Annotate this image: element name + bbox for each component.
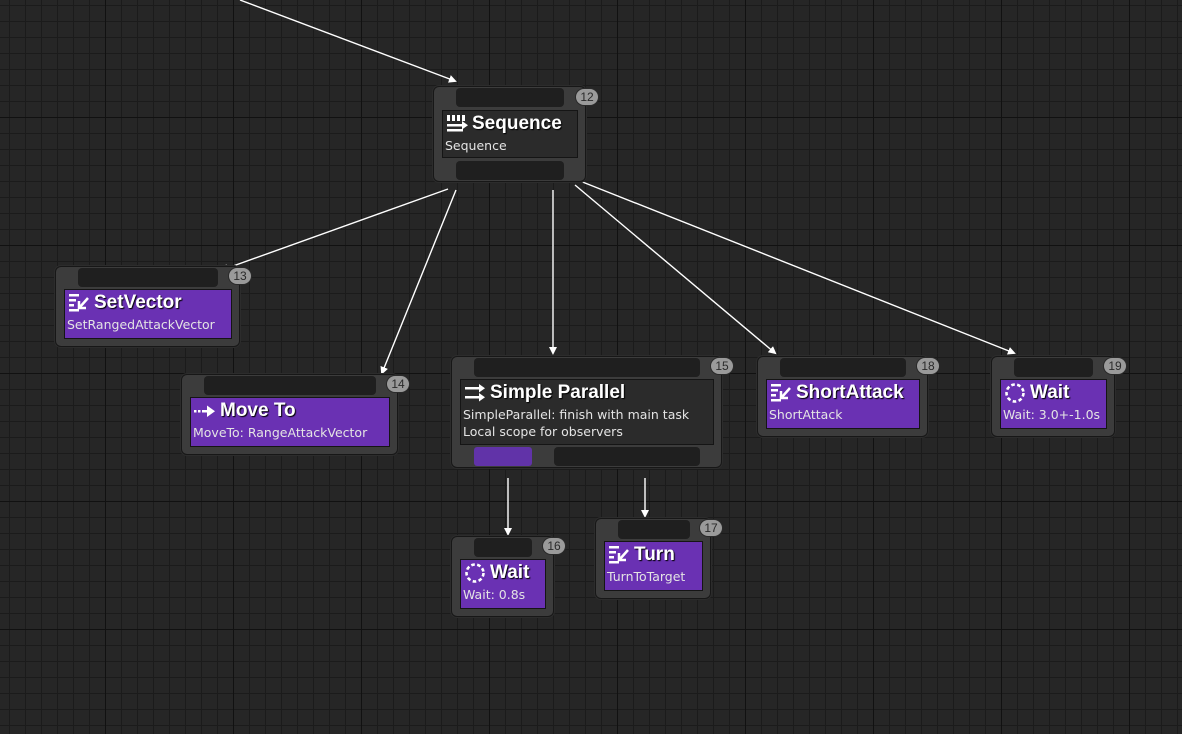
node-turn[interactable]: Turn TurnToTarget 17 (595, 518, 722, 599)
node-description: SimpleParallel: finish with main task (463, 407, 690, 422)
edge-sequence-to-setvector (220, 188, 449, 272)
main-task-output-pin[interactable] (474, 447, 532, 466)
wait-icon (1003, 382, 1027, 404)
input-pin[interactable] (618, 520, 690, 539)
node-description: TurnToTarget (607, 569, 686, 584)
task-icon (769, 382, 793, 404)
input-pin[interactable] (474, 538, 532, 557)
edge-sequence-to-shortattack (574, 184, 777, 355)
node-description: Wait: 3.0+-1.0s (1003, 407, 1101, 422)
node-title: Turn (634, 544, 675, 565)
task-icon (67, 292, 91, 314)
execution-index-badge: 13 (229, 268, 251, 284)
node-description-line-2: Local scope for observers (463, 424, 623, 439)
execution-index-badge: 17 (700, 520, 722, 536)
edge-parent-to-sequence (239, 0, 457, 83)
node-description: Wait: 0.8s (463, 587, 526, 602)
execution-index-badge: 16 (543, 538, 565, 554)
node-description: MoveTo: RangeAttackVector (193, 425, 368, 440)
node-set-vector[interactable]: SetVector SetRangedAttackVector 13 (55, 266, 251, 347)
node-title: SetVector (94, 292, 182, 313)
input-pin[interactable] (474, 358, 700, 377)
task-icon (607, 544, 631, 566)
node-title: Wait (490, 562, 530, 583)
output-pin[interactable] (456, 161, 564, 180)
wait-icon (463, 562, 487, 584)
edge-sequence-to-wait-long (579, 180, 1016, 355)
execution-index-badge: 14 (387, 376, 409, 392)
node-description: SetRangedAttackVector (67, 317, 215, 332)
execution-index-badge: 19 (1104, 358, 1126, 374)
node-title: Sequence (472, 113, 562, 134)
node-wait-long[interactable]: Wait Wait: 3.0+-1.0s 19 (991, 356, 1126, 437)
input-pin[interactable] (204, 376, 376, 395)
node-simple-parallel[interactable]: Simple Parallel SimpleParallel: finish w… (451, 356, 733, 468)
node-title: ShortAttack (796, 382, 904, 403)
node-description: ShortAttack (769, 407, 843, 422)
sequence-icon (445, 113, 469, 135)
input-pin[interactable] (780, 358, 906, 377)
input-pin[interactable] (1014, 358, 1093, 377)
execution-index-badge: 18 (917, 358, 939, 374)
node-title: Simple Parallel (490, 382, 626, 403)
execution-index-badge: 12 (576, 89, 598, 105)
background-output-pin[interactable] (554, 447, 700, 466)
node-sequence[interactable]: Sequence Sequence 12 (433, 86, 598, 182)
input-pin[interactable] (78, 268, 218, 287)
node-title: Wait (1030, 382, 1070, 403)
node-short-attack[interactable]: ShortAttack ShortAttack 18 (757, 356, 939, 437)
node-description: Sequence (445, 138, 507, 153)
edge-sequence-to-moveto (380, 189, 457, 375)
execution-index-badge: 15 (711, 358, 733, 374)
node-wait-short[interactable]: Wait Wait: 0.8s 16 (451, 536, 565, 617)
input-pin[interactable] (456, 88, 564, 107)
node-title: Move To (220, 400, 296, 421)
node-move-to[interactable]: Move To MoveTo: RangeAttackVector 14 (181, 374, 409, 455)
move-to-icon (193, 400, 217, 422)
parallel-icon (463, 382, 487, 404)
